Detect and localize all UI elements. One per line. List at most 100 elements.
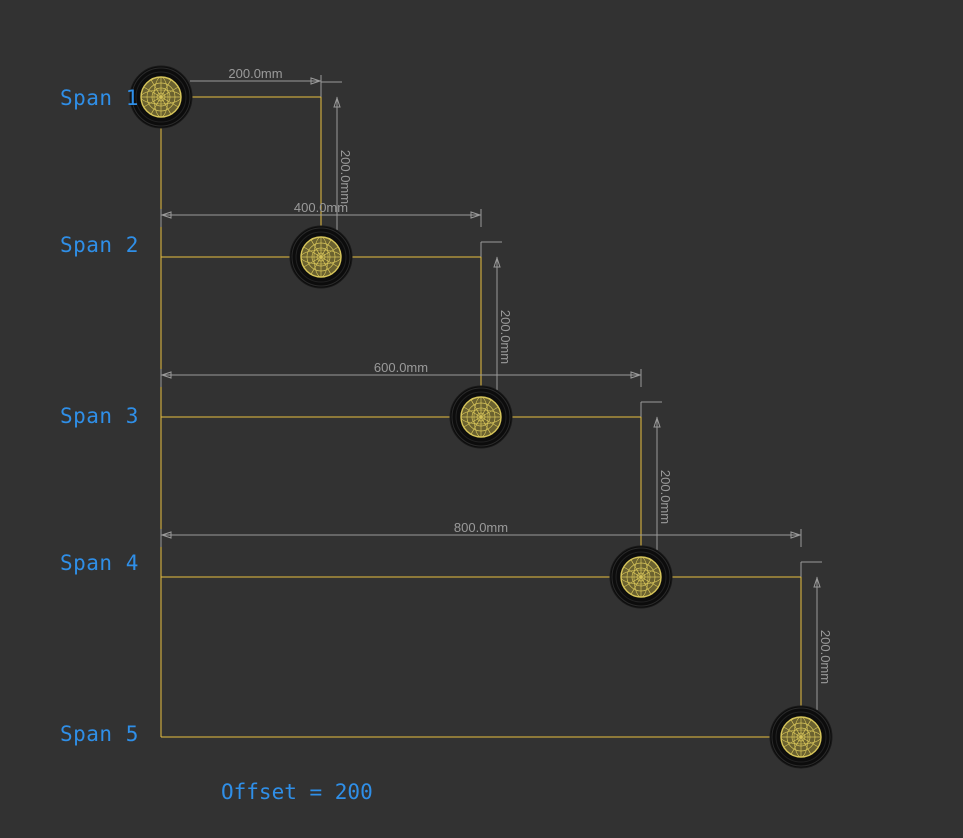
- span-label-1: Span 1: [60, 86, 139, 110]
- dimension-h-arrow-left-4: [160, 531, 172, 539]
- dimension-h-arrow-right-2: [470, 211, 482, 219]
- wheel-tire-ring: [451, 387, 511, 447]
- wheel-mesh-ring: [796, 732, 806, 742]
- wheel-mesh-ring: [476, 412, 486, 422]
- wheel-spoke: [310, 256, 322, 275]
- wheel-tire-ring: [611, 547, 671, 607]
- wheel-spoke: [303, 256, 322, 268]
- span-label-3: Span 3: [60, 404, 139, 428]
- dimension-h-arrow-right-1: [310, 77, 322, 85]
- dimension-h-arrow-left-3: [160, 371, 172, 379]
- wheel-mesh-ring: [306, 242, 336, 272]
- wheel-spoke: [160, 96, 172, 115]
- wheel-mesh-ellipse-h: [780, 729, 822, 745]
- path-lines: [160, 96, 802, 738]
- dimension-v-arrow-top-1: [333, 96, 341, 108]
- wheel-icon[interactable]: [769, 705, 833, 769]
- wheel-spoke: [790, 719, 802, 738]
- wheel-spoke: [320, 239, 332, 258]
- wheel-tire-ring-inner: [135, 71, 187, 123]
- wheel-spoke: [640, 559, 652, 578]
- dimension-v-arrow-top-4: [813, 576, 821, 588]
- dimension-v-arrow-top-3: [653, 416, 661, 428]
- wheel-mesh-ellipse-h: [140, 89, 182, 105]
- wheel-icon[interactable]: [129, 65, 193, 129]
- wheel-spoke: [470, 416, 482, 435]
- wheel-spoke: [320, 256, 339, 268]
- wheel-spoke: [630, 559, 642, 578]
- wheel-tire-ring: [291, 227, 351, 287]
- wheel-mesh-ring: [791, 727, 811, 747]
- dimension-h-label-4: 800.0mm: [454, 520, 508, 535]
- wheel-mesh-ring: [471, 407, 491, 427]
- wheel-spoke: [640, 576, 652, 595]
- wheel-spoke: [630, 576, 642, 595]
- wheel-spoke: [800, 736, 819, 748]
- dimension-v-label-1: 200.0mm: [338, 150, 353, 204]
- wheel-mesh-ellipse-v: [313, 236, 329, 278]
- wheel-mesh-ellipse-v: [793, 716, 809, 758]
- wheel-spoke: [783, 726, 802, 738]
- wheel-tire-ring-inner: [775, 711, 827, 763]
- dimension-h-arrow-left-2: [160, 211, 172, 219]
- wheel-spoke: [150, 79, 162, 98]
- wheel-mesh-ellipse-h: [460, 409, 502, 425]
- wheel-spoke: [310, 239, 322, 258]
- wheel-mesh-ring: [156, 92, 166, 102]
- wheel-tire-ring-inner: [615, 551, 667, 603]
- wheel-spoke: [463, 416, 482, 428]
- wheel-spoke: [800, 736, 812, 755]
- span-label-5: Span 5: [60, 722, 139, 746]
- wheel-tire-ring-inner: [295, 231, 347, 283]
- wheel-icon[interactable]: [289, 225, 353, 289]
- wheel-tire-ring: [131, 67, 191, 127]
- dimension-h-arrow-right-4: [790, 531, 802, 539]
- dimension-v-label-3: 200.0mm: [658, 470, 673, 524]
- dimension-lines: 200.0mm400.0mm600.0mm800.0mm200.0mm200.0…: [160, 66, 833, 738]
- wheel-tire-ring-inner: [455, 391, 507, 443]
- wheel-spoke: [480, 416, 499, 428]
- wheel-mesh-ellipse-v: [473, 396, 489, 438]
- wheel-spoke: [800, 719, 812, 738]
- wheel-spoke: [320, 246, 339, 258]
- wheel-mesh-ellipse-v: [153, 76, 169, 118]
- span-label-2: Span 2: [60, 233, 139, 257]
- wheel-spoke: [623, 566, 642, 578]
- wheel-spoke: [143, 96, 162, 108]
- offset-label: Offset = 200: [221, 780, 373, 804]
- span-label-4: Span 4: [60, 551, 139, 575]
- wheel-spoke: [790, 736, 802, 755]
- wheel-mesh-ring: [151, 87, 171, 107]
- wheel-spoke: [160, 86, 179, 98]
- wheel-mesh-ring: [626, 562, 656, 592]
- wheel-mesh-ring: [146, 82, 176, 112]
- wheel-spoke: [303, 246, 322, 258]
- wheel-spoke: [160, 79, 172, 98]
- wheel-icon[interactable]: [609, 545, 673, 609]
- wheel-mesh-ring: [636, 572, 646, 582]
- wheel-spoke: [143, 86, 162, 98]
- dimension-h-label-3: 600.0mm: [374, 360, 428, 375]
- wheel-spoke: [623, 576, 642, 588]
- dimension-h-arrow-right-3: [630, 371, 642, 379]
- wheel-spoke: [480, 416, 492, 435]
- wheel-spoke: [160, 96, 179, 108]
- wheel-mesh-ring: [311, 247, 331, 267]
- dimension-h-label-1: 200.0mm: [228, 66, 282, 81]
- wheel-spoke: [470, 399, 482, 418]
- wheel-spoke: [800, 726, 819, 738]
- dimension-v-label-2: 200.0mm: [498, 310, 513, 364]
- wheel-spoke: [320, 256, 332, 275]
- wheel-tire-ring: [771, 707, 831, 767]
- wheel-spoke: [480, 406, 499, 418]
- wheel-mesh-ellipse-v: [633, 556, 649, 598]
- wheel-spoke: [463, 406, 482, 418]
- wheel-mesh-ring: [786, 722, 816, 752]
- wheel-mesh-ring: [316, 252, 326, 262]
- wheels[interactable]: [129, 65, 833, 769]
- wheel-spoke: [640, 576, 659, 588]
- dimension-v-label-4: 200.0mm: [818, 630, 833, 684]
- wheel-icon[interactable]: [449, 385, 513, 449]
